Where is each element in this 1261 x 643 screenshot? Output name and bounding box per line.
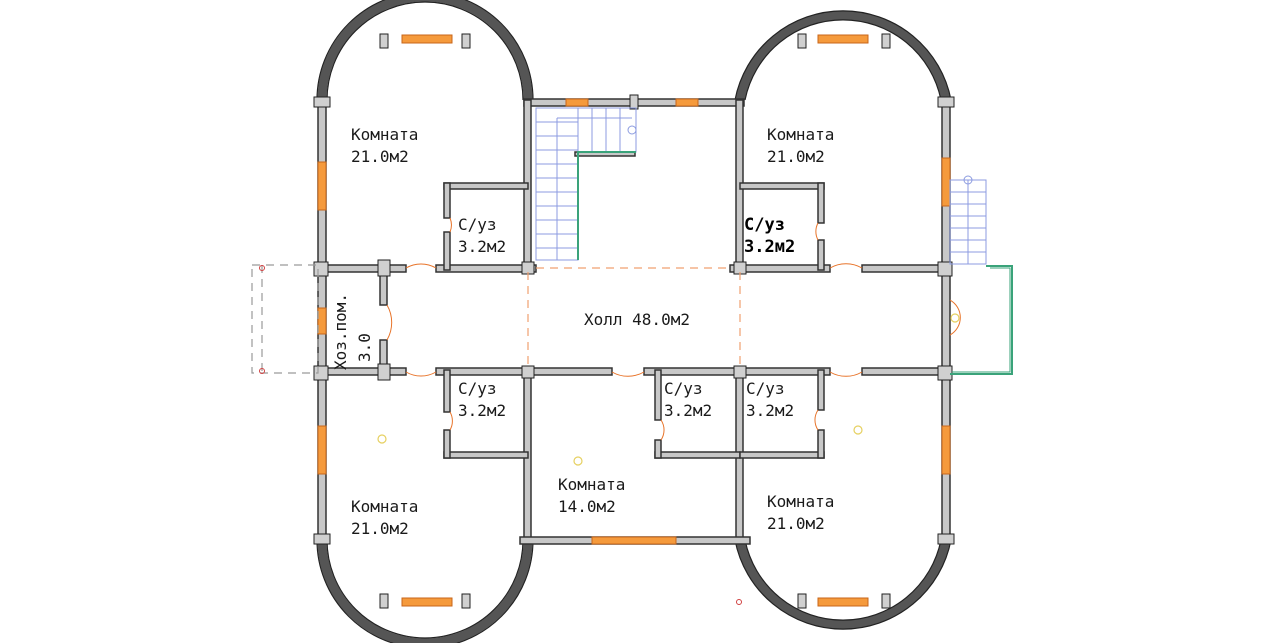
bath-lower-left-name: С/уз: [458, 379, 497, 398]
bath-lower-right-name: С/уз: [746, 379, 785, 398]
bath-lower-middle-name: С/уз: [664, 379, 703, 398]
utility-name: Хоз.пом.: [331, 293, 350, 370]
room-top-right-area: 21.0м2: [767, 147, 825, 166]
room-top-left-name: Комната: [351, 125, 418, 144]
room-bottom-right-name: Комната: [767, 492, 834, 511]
fixtures: [377, 313, 960, 605]
bath-lower-left-area: 3.2м2: [458, 401, 506, 420]
room-bottom-right-area: 21.0м2: [767, 514, 825, 533]
doors: [386, 217, 961, 441]
bath-lower-middle-area: 3.2м2: [664, 401, 712, 420]
side-staircase: [949, 175, 987, 265]
room-bottom-left-name: Комната: [351, 497, 418, 516]
columns: [313, 33, 955, 609]
hall-outline: [527, 267, 741, 368]
bath-upper-right-name: С/уз: [744, 215, 785, 235]
windows: [317, 34, 951, 607]
utility-area: 3.0: [355, 333, 374, 362]
balcony-railing: [950, 265, 1013, 375]
outer-walls: [316, 0, 952, 643]
left-porch: [251, 264, 319, 374]
room-bottom-middle-name: Комната: [558, 475, 625, 494]
room-bottom-left-area: 21.0м2: [351, 519, 409, 538]
bath-upper-right-area: 3.2м2: [744, 237, 795, 257]
main-staircase: [535, 107, 637, 261]
bath-lower-right-area: 3.2м2: [746, 401, 794, 420]
bath-upper-left-name: С/уз: [458, 215, 497, 234]
room-top-right-name: Комната: [767, 125, 834, 144]
room-bottom-middle-area: 14.0м2: [558, 497, 616, 516]
labels: Комната 21.0м2 Комната 21.0м2 С/уз 3.2м2…: [331, 125, 834, 538]
room-top-left-area: 21.0м2: [351, 147, 409, 166]
bath-upper-left-area: 3.2м2: [458, 237, 506, 256]
hall-label: Холл 48.0м2: [584, 310, 690, 329]
